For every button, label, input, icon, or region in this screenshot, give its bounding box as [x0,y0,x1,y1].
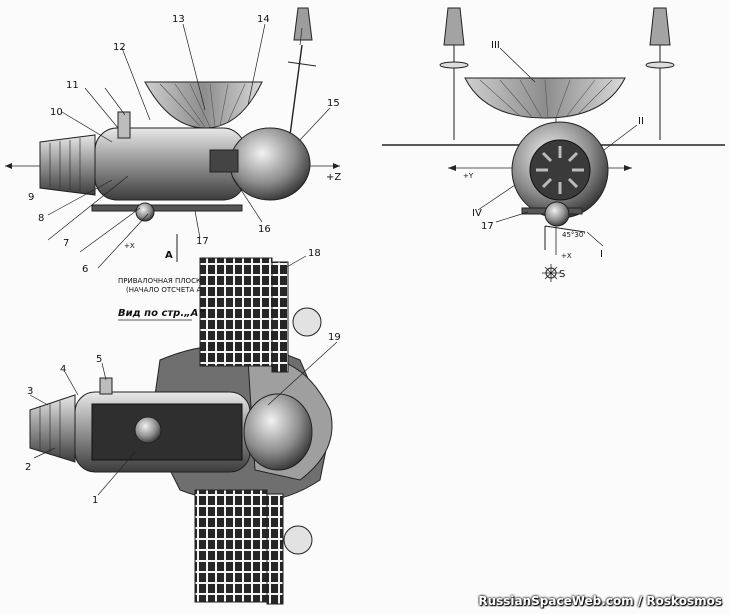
leader-lines-side [47,23,331,269]
front-view [382,7,725,282]
plane-caption-line1: ПРИВАЛОЧНАЯ ПЛОСКОСТЬ КДУ [118,277,238,285]
label-10: 10 [50,107,63,118]
label-plus-x-left: +X [124,242,135,250]
instrument-box [209,149,239,173]
nozzle-ribs-view-a [39,401,61,458]
y-axis-arrow-left [448,165,456,171]
descent-capsule-view-a [243,393,313,471]
label-6: 6 [82,264,88,275]
sun-rays-icon [542,264,560,282]
omni-antenna [293,7,313,41]
credit-text: RussianSpaceWeb.com / Roskosmos [478,594,722,608]
solar-panel-upper-strip [271,261,289,373]
label-4: 4 [60,364,66,375]
y-axis-arrow-right [624,165,632,171]
antenna-dish-front [464,77,626,119]
label-13: 13 [172,14,185,25]
sphere-tank-view-a [134,416,162,444]
nozzle-ribs [49,138,81,192]
gas-tank [135,202,155,222]
omni-antenna-right [649,7,671,46]
label-plus-z: +Z [326,172,341,183]
label-plus-x-right: +X [561,252,572,260]
solar-panel-lower [194,489,268,603]
view-a [29,255,338,605]
label-7: 7 [63,238,69,249]
dish-ribs [159,83,246,128]
leader-lines-view-a [29,255,338,496]
label-8: 8 [38,213,44,224]
label-12: 12 [113,42,126,53]
label-roman-III: III [491,40,500,51]
gas-tank-front [544,201,570,227]
label-plus-y: +Y [463,172,474,180]
plane-caption-line2: (НАЧАЛО ОТСЧЕТА АБСЦИСС) [126,286,234,294]
label-1: 1 [92,495,98,506]
label-17-front: 17 [481,221,494,232]
antenna-right-disc [645,61,675,69]
view-a-caption: Вид по стр.„А“ [118,308,205,319]
label-16: 16 [258,224,271,235]
axis-arrow-right [333,163,340,169]
engine-petals [536,146,584,194]
solar-panel-lower-strip [266,493,284,605]
leader-lines-front [477,47,638,247]
label-sun: S [559,269,565,280]
label-2: 2 [25,462,31,473]
antenna-mast [289,44,303,136]
solar-panel-upper [199,257,273,367]
descent-capsule [229,127,311,201]
label-11: 11 [66,80,79,91]
label-15: 15 [327,98,340,109]
label-14: 14 [257,14,270,25]
label-roman-II: II [638,116,644,127]
label-18: 18 [308,248,321,259]
antenna-left-disc [439,61,469,69]
label-3: 3 [27,386,33,397]
side-view [5,7,340,269]
antenna-crossbar [287,61,317,67]
label-19: 19 [328,332,341,343]
label-roman-I: I [600,249,603,260]
sensor-view-a [99,377,113,395]
label-5: 5 [96,354,102,365]
top-panel-view-a [91,403,243,461]
label-angle: 45°30' [562,231,585,239]
label-9: 9 [28,192,34,203]
sensor-tube [117,111,131,139]
omni-antenna-left [443,7,465,46]
lower-platform [91,204,243,212]
axis-arrow-left [5,163,12,169]
label-17-side: 17 [196,236,209,247]
label-roman-IV: IV [472,208,482,219]
label-a-marker: A [165,250,173,261]
engine-nozzle [39,134,96,196]
sensor-disc-lower [283,525,313,555]
angle-line [544,225,586,233]
dish-ribs-front [479,79,613,119]
engine-nozzle-view-a [29,394,76,463]
sensor-disc-upper [292,307,322,337]
